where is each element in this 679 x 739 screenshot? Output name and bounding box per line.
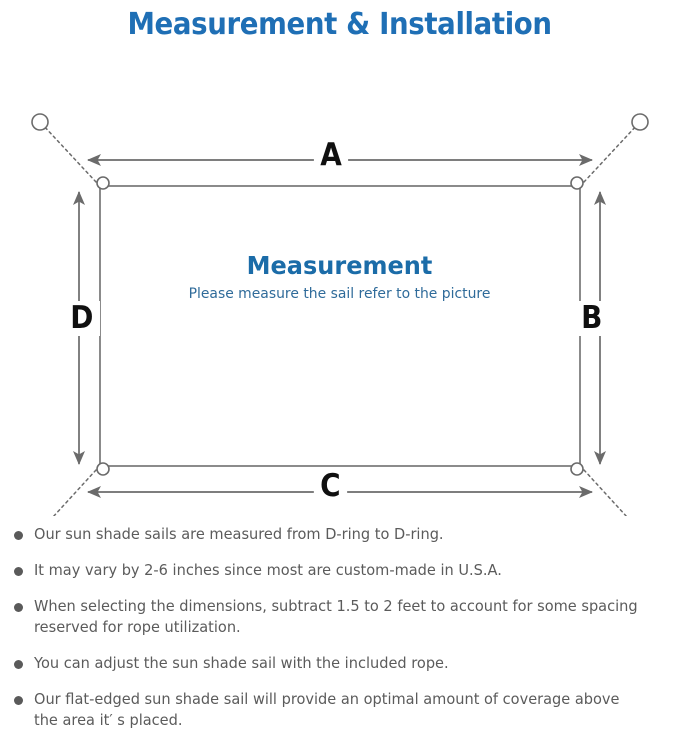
bullet-icon xyxy=(14,567,23,576)
note-text: When selecting the dimensions, subtract … xyxy=(34,597,638,636)
dimension-label-a: A xyxy=(313,138,349,173)
list-item: When selecting the dimensions, subtract … xyxy=(14,596,665,638)
note-text: Our flat-edged sun shade sail will provi… xyxy=(34,690,620,729)
d-ring-top-left xyxy=(96,176,110,190)
rope-line-top-right xyxy=(583,123,639,183)
bullet-icon xyxy=(14,603,23,612)
d-ring-top-right xyxy=(570,176,584,190)
measurement-diagram: Measurement Please measure the sail refe… xyxy=(0,46,679,516)
list-item: Our sun shade sails are measured from D-… xyxy=(14,524,665,545)
dimension-label-d: D xyxy=(63,301,100,336)
d-ring-bottom-left xyxy=(96,462,110,476)
note-text: You can adjust the sun shade sail with t… xyxy=(34,654,449,672)
bullet-icon xyxy=(14,696,23,705)
d-ring-bottom-right xyxy=(570,462,584,476)
notes-list: Our sun shade sails are measured from D-… xyxy=(0,516,679,731)
list-item: You can adjust the sun shade sail with t… xyxy=(14,653,665,674)
rope-line-top-left xyxy=(41,123,97,183)
sail-rectangle xyxy=(99,185,581,467)
dimension-label-c: C xyxy=(313,469,347,504)
dimension-label-b: B xyxy=(574,301,609,336)
anchor-ring-top-right xyxy=(631,113,649,131)
list-item: It may vary by 2-6 inches since most are… xyxy=(14,560,665,581)
page-header: Measurement & Installation xyxy=(0,0,679,46)
rope-line-bottom-left xyxy=(52,469,97,516)
note-text: Our sun shade sails are measured from D-… xyxy=(34,525,444,543)
rope-line-bottom-right xyxy=(583,469,628,516)
note-text: It may vary by 2-6 inches since most are… xyxy=(34,561,502,579)
page-title: Measurement & Installation xyxy=(127,6,552,42)
list-item: Our flat-edged sun shade sail will provi… xyxy=(14,689,665,731)
diagram-canvas xyxy=(31,113,649,516)
bullet-icon xyxy=(14,660,23,669)
anchor-ring-top-left xyxy=(31,113,49,131)
bullet-icon xyxy=(14,531,23,540)
